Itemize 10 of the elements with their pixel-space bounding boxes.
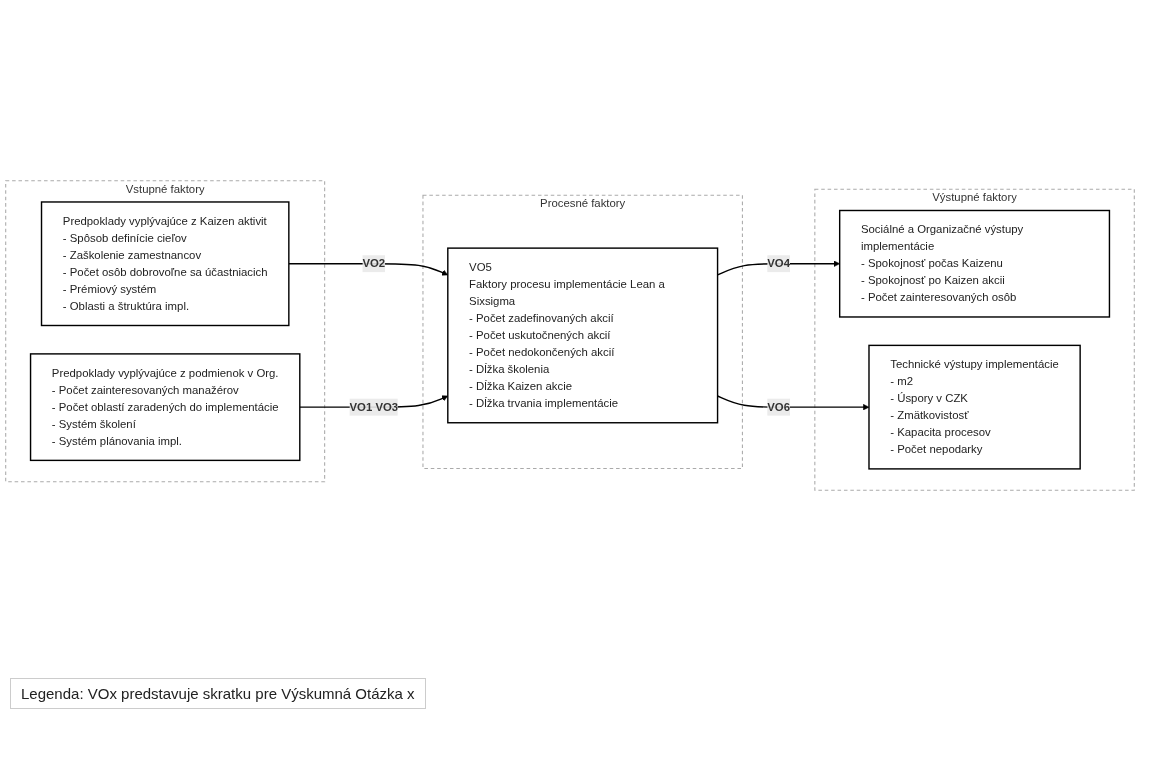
node-box: Technické výstupy implementácie - m2 - Úspory v CZK - Zmätkovistosť - Kapacita procesov - Počet nepodarky bbox=[868, 344, 1081, 470]
edge-label: VO1 VO3 bbox=[349, 400, 399, 413]
node-box: Predpoklady vyplývajúce z Kaizen aktivit - Spôsob definície cieľov - Zaškolenie zamestnancov - Počet osôb dobrovoľne sa účastniacich - Prémiový systém - Oblasti a štruktúra impl. bbox=[40, 200, 290, 326]
edge-label: VO2 bbox=[362, 256, 386, 269]
legend-note: Legenda: VOx predstavuje skratku pre Výskumná Otázka x bbox=[10, 678, 426, 709]
edge-label: VO6 bbox=[767, 400, 790, 413]
node-box: Predpoklady vyplývajúce z podmienok v Org. - Počet zainteresovaných manažérov - Počet oblastí zaradených do implementácie - Systém školení - Systém plánovania impl. bbox=[29, 352, 301, 461]
node-box: VO5 Faktory procesu implementácie Lean a Sixsigma - Počet zadefinovaných akcií - Počet uskutočnených akcií - Počet nedokončených akcií - Dĺžka školenia - Dĺžka Kaizen akcie - Dĺžka trvania implementácie bbox=[447, 246, 719, 424]
edge-label: VO4 bbox=[767, 256, 790, 269]
node-box: Sociálné a Organizačné výstupy implementácie - Spokojnosť počas Kaizenu - Spokojnosť po Kaizen akcii - Počet zainteresovaných osôb bbox=[838, 209, 1111, 318]
